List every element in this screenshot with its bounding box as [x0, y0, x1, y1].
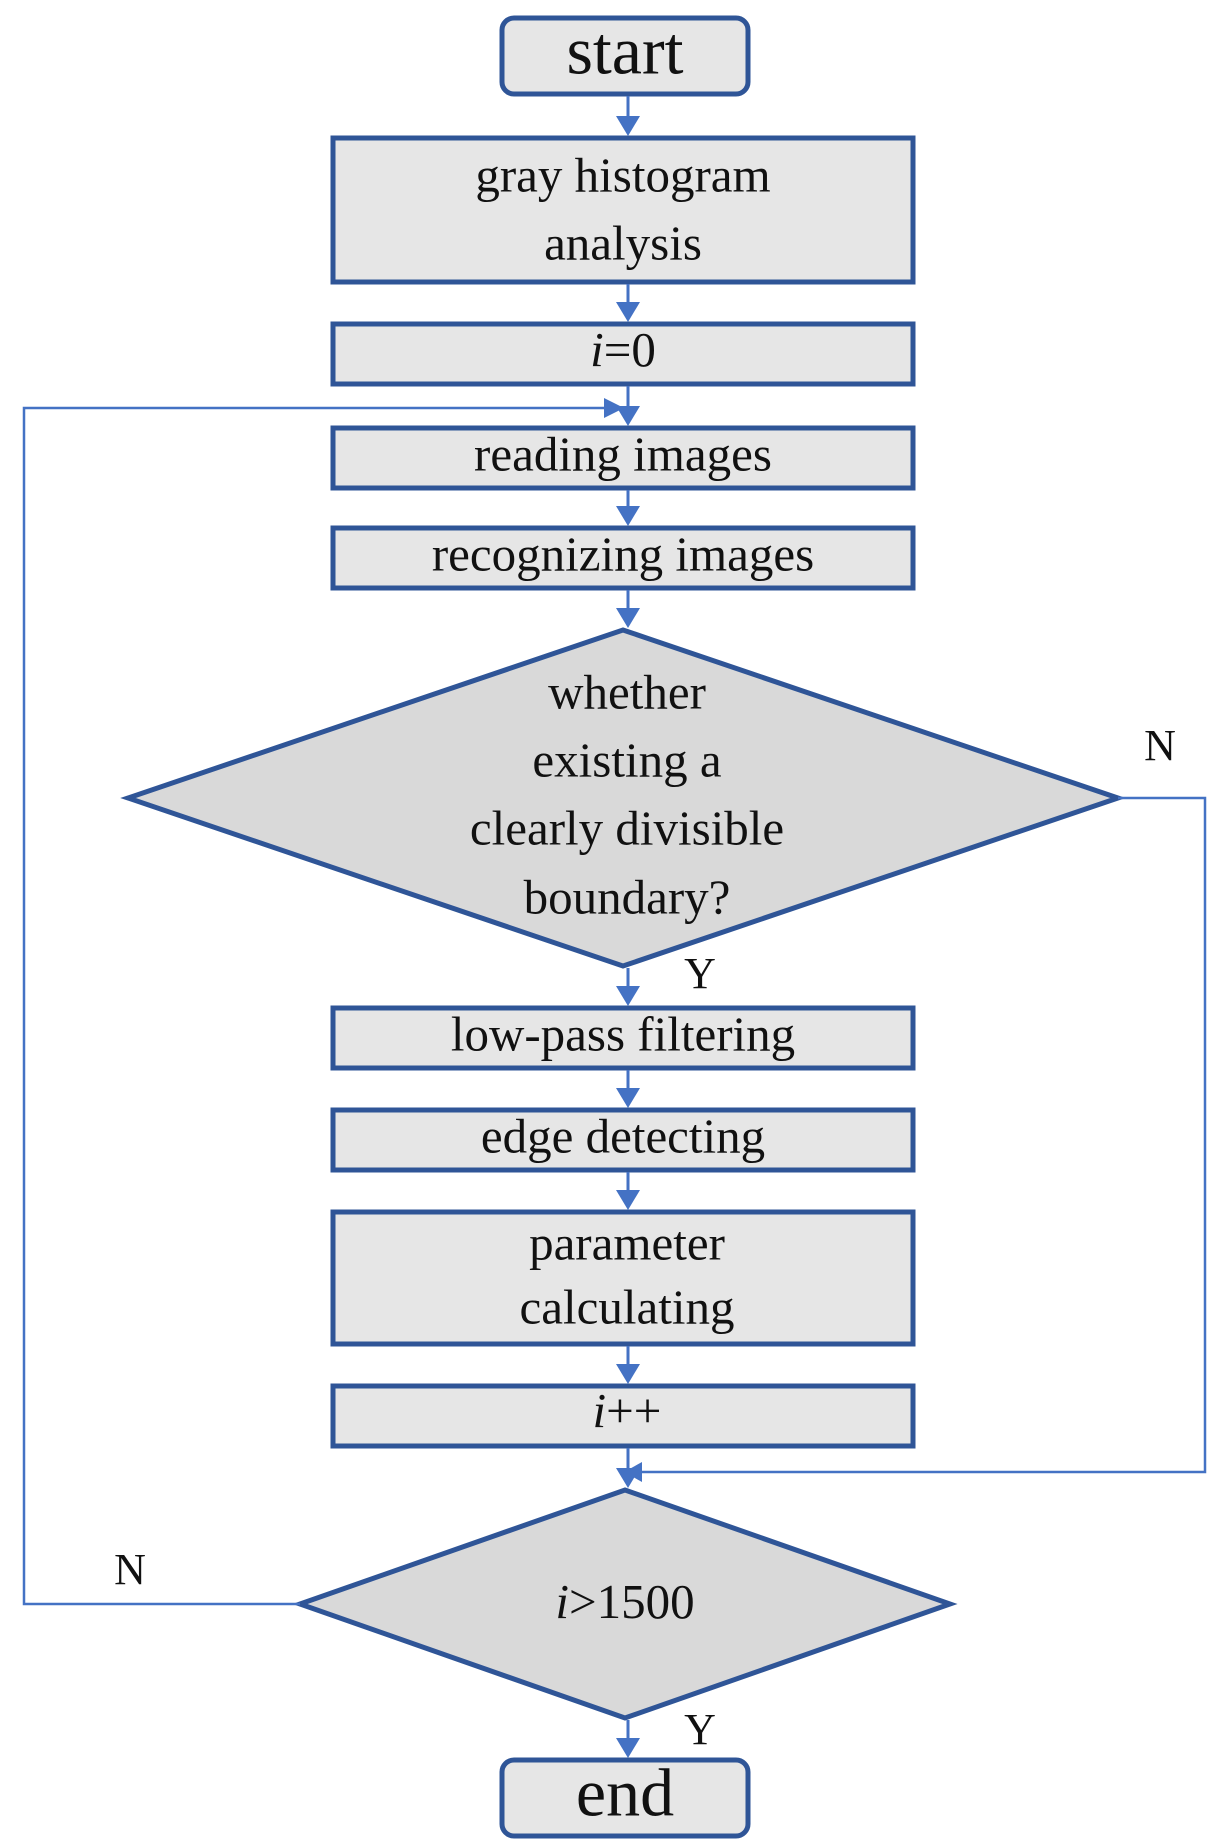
recognizing-images-label: recognizing images	[432, 526, 814, 581]
boundary-yes-label: Y	[684, 949, 716, 998]
arrow-lowpass-to-edge	[616, 1070, 640, 1108]
boundary-decision-line4: boundary?	[524, 869, 731, 924]
count-yes-label: Y	[684, 1705, 716, 1754]
count-decision-var: i	[555, 1574, 569, 1629]
init-rest: =0	[604, 322, 656, 377]
gray-histogram-label-line1: gray histogram	[475, 147, 770, 202]
start-label: start	[566, 13, 683, 89]
increment-label: i++	[593, 1383, 662, 1438]
parameter-calculating-line2: calculating	[520, 1279, 735, 1334]
arrow-count-no-loop	[22, 398, 624, 1606]
arrow-reading-to-recognizing	[616, 490, 640, 526]
increment-rest: ++	[606, 1383, 661, 1438]
parameter-calculating-line1: parameter	[529, 1215, 725, 1270]
arrow-parameter-to-increment	[616, 1346, 640, 1384]
arrow-count-yes-to-end	[616, 1720, 640, 1758]
boundary-decision-line3: clearly divisible	[470, 800, 784, 855]
init-label: i=0	[590, 322, 656, 377]
gray-histogram-node: gray histogram analysis	[330, 135, 916, 285]
reading-images-node: reading images	[330, 425, 916, 491]
count-decision-rest: >1500	[569, 1574, 695, 1629]
recognizing-images-node: recognizing images	[330, 525, 916, 591]
arrow-boundary-no-loop	[624, 796, 1207, 1482]
end-label: end	[576, 1755, 674, 1831]
boundary-no-label: N	[1144, 721, 1176, 770]
increment-node: i++	[330, 1383, 916, 1449]
arrow-start-to-histogram	[616, 96, 640, 136]
arrow-init-to-reading	[616, 386, 640, 426]
arrow-histogram-to-init	[616, 284, 640, 322]
gray-histogram-label-line2: analysis	[544, 215, 702, 270]
edge-detecting-label: edge detecting	[481, 1108, 765, 1163]
lowpass-filtering-label: low-pass filtering	[451, 1006, 795, 1061]
connectors	[22, 96, 1207, 1758]
arrow-edge-to-parameter	[616, 1172, 640, 1210]
arrow-recognizing-to-boundary-decision	[616, 590, 640, 628]
count-decision-node: i>1500	[292, 1487, 958, 1721]
init-node: i=0	[330, 321, 916, 387]
edge-detecting-node: edge detecting	[330, 1107, 916, 1173]
end-node: end	[499, 1755, 751, 1839]
boundary-decision-line1: whether	[548, 664, 706, 719]
boundary-decision-line2: existing a	[532, 732, 721, 787]
boundary-decision-node: whether existing a clearly divisible bou…	[120, 627, 1126, 969]
lowpass-filtering-node: low-pass filtering	[330, 1005, 916, 1071]
init-var: i	[590, 322, 604, 377]
parameter-calculating-node: parameter calculating	[330, 1209, 916, 1347]
arrow-boundary-yes-to-lowpass	[616, 968, 640, 1006]
count-no-label: N	[114, 1545, 146, 1594]
start-node: start	[499, 13, 751, 97]
reading-images-label: reading images	[474, 426, 772, 481]
count-decision-label: i>1500	[555, 1574, 694, 1629]
increment-var: i	[593, 1383, 607, 1438]
